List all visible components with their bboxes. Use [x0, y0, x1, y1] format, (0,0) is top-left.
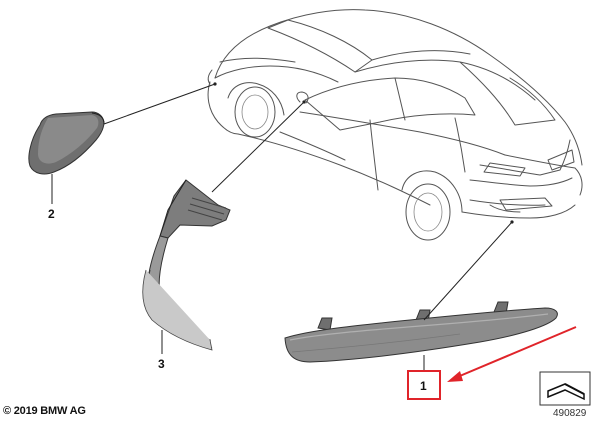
- callout-3[interactable]: 3: [158, 357, 165, 371]
- callout-1-highlight-box: [407, 370, 441, 400]
- callout-1[interactable]: 1: [420, 379, 427, 393]
- flat-part-icon: [539, 371, 591, 406]
- leader-lines: [51, 82, 514, 372]
- part-1-strip[interactable]: [284, 301, 558, 363]
- part-3-strip[interactable]: [142, 179, 231, 351]
- car-outline: [207, 9, 583, 241]
- callouts: 2 3 1: [48, 207, 441, 400]
- part-2-trim[interactable]: [28, 111, 105, 175]
- reference-number: 490829: [553, 408, 587, 419]
- red-arrow: [447, 326, 577, 382]
- callout-2[interactable]: 2: [48, 207, 55, 221]
- copyright-label: © 2019 BMW AG: [3, 405, 86, 417]
